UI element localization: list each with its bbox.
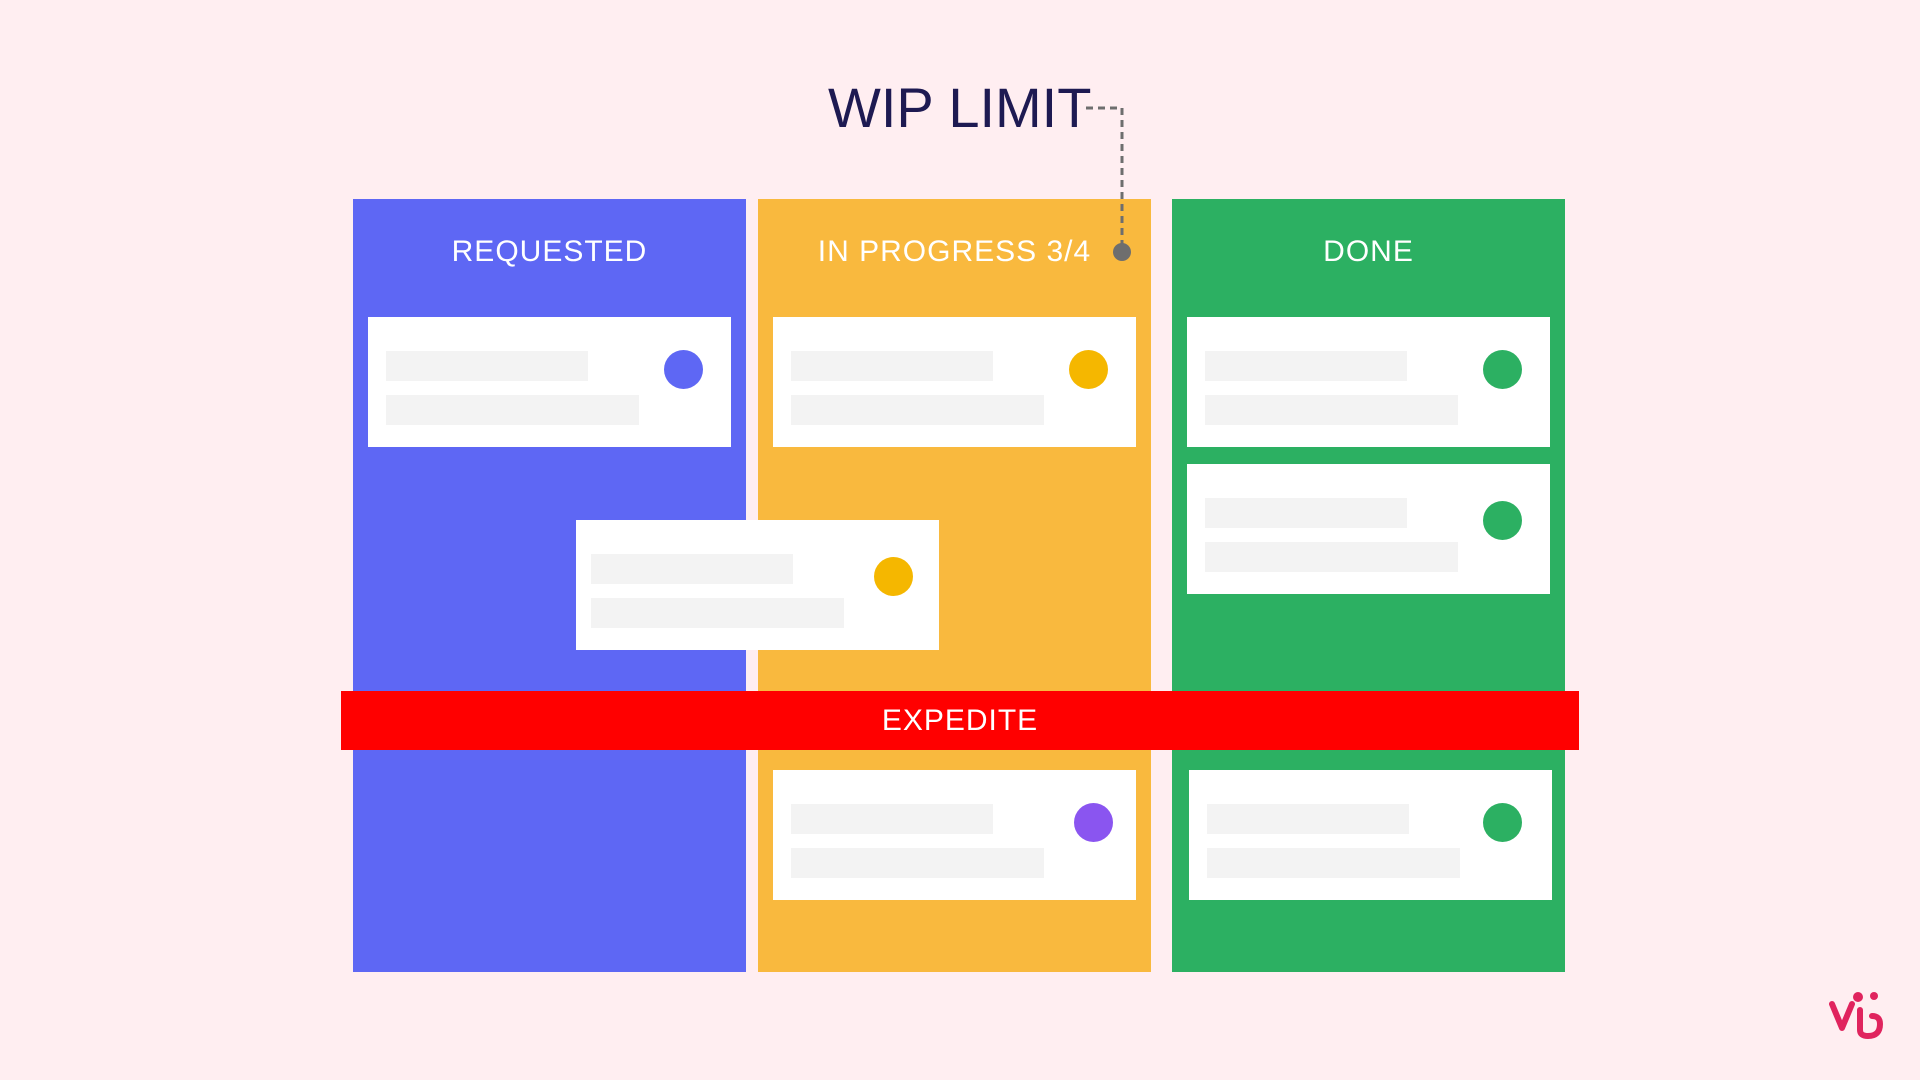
card-title-placeholder — [1205, 498, 1407, 528]
card-in-progress-1[interactable] — [773, 317, 1136, 447]
logo-mark — [1829, 1001, 1883, 1039]
card-title-placeholder — [791, 351, 993, 381]
logo-dot — [1870, 992, 1878, 1000]
column-title-in-progress: IN PROGRESS 3/4 — [817, 235, 1092, 268]
card-text-placeholder — [1207, 848, 1460, 878]
card-text-placeholder — [386, 395, 639, 425]
card-title-placeholder — [791, 804, 993, 834]
status-dot-icon — [874, 557, 913, 596]
card-text-placeholder — [591, 598, 844, 628]
card-moving-to-in-progress[interactable] — [576, 520, 939, 650]
wip-limit-connector — [1086, 106, 1131, 261]
status-dot-icon — [1483, 803, 1522, 842]
brand-logo-icon — [1829, 992, 1883, 1039]
card-title-placeholder — [1207, 804, 1409, 834]
card-text-placeholder — [791, 395, 1044, 425]
status-dot-icon — [1074, 803, 1113, 842]
card-title-placeholder — [591, 554, 793, 584]
card-title-placeholder — [386, 351, 588, 381]
card-done-expedite[interactable] — [1189, 770, 1552, 900]
status-dot-icon — [1483, 350, 1522, 389]
card-done-1[interactable] — [1187, 317, 1550, 447]
column-title-requested: REQUESTED — [451, 235, 648, 268]
card-text-placeholder — [791, 848, 1044, 878]
logo-dot — [1853, 992, 1863, 1002]
status-dot-icon — [664, 350, 703, 389]
connector-dot — [1113, 243, 1131, 261]
card-in-progress-expedite[interactable] — [773, 770, 1136, 900]
status-dot-icon — [1483, 501, 1522, 540]
card-requested-1[interactable] — [368, 317, 731, 447]
card-text-placeholder — [1205, 395, 1458, 425]
status-dot-icon — [1069, 350, 1108, 389]
card-text-placeholder — [1205, 542, 1458, 572]
card-title-placeholder — [1205, 351, 1407, 381]
card-done-2[interactable] — [1187, 464, 1550, 594]
column-title-done: DONE — [1323, 235, 1414, 268]
expedite-lane: EXPEDITE — [341, 691, 1579, 750]
wip-limit-title: WIP LIMIT — [828, 76, 1092, 139]
connector-line — [1086, 106, 1124, 252]
